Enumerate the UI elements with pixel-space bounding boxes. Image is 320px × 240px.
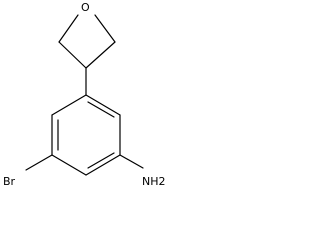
amine-label: NH2 [142,175,166,188]
bond-ring-to-nh2 [119,154,144,169]
bromine-label: Br [3,175,16,188]
bond-ring-to-br [25,154,53,171]
benzene-ring [51,94,121,176]
bond-c3-c2 [85,41,116,69]
oxygen-label: O [81,1,90,14]
bond-c1-c2 [58,41,87,69]
oxetane-ring [58,14,116,69]
bond-o-c1 [58,14,79,43]
molecule-structure: O Br NH2 [3,1,166,188]
bond-ar1-ar2 [85,94,121,116]
bond-o-c3 [94,14,116,43]
double-bond-inner-1 [87,101,115,118]
bond-ar4-ar5 [51,154,87,176]
bond-ar6-ar1 [51,94,87,116]
double-bond-inner-2 [87,152,115,169]
bond-ar3-ar4 [85,154,121,176]
